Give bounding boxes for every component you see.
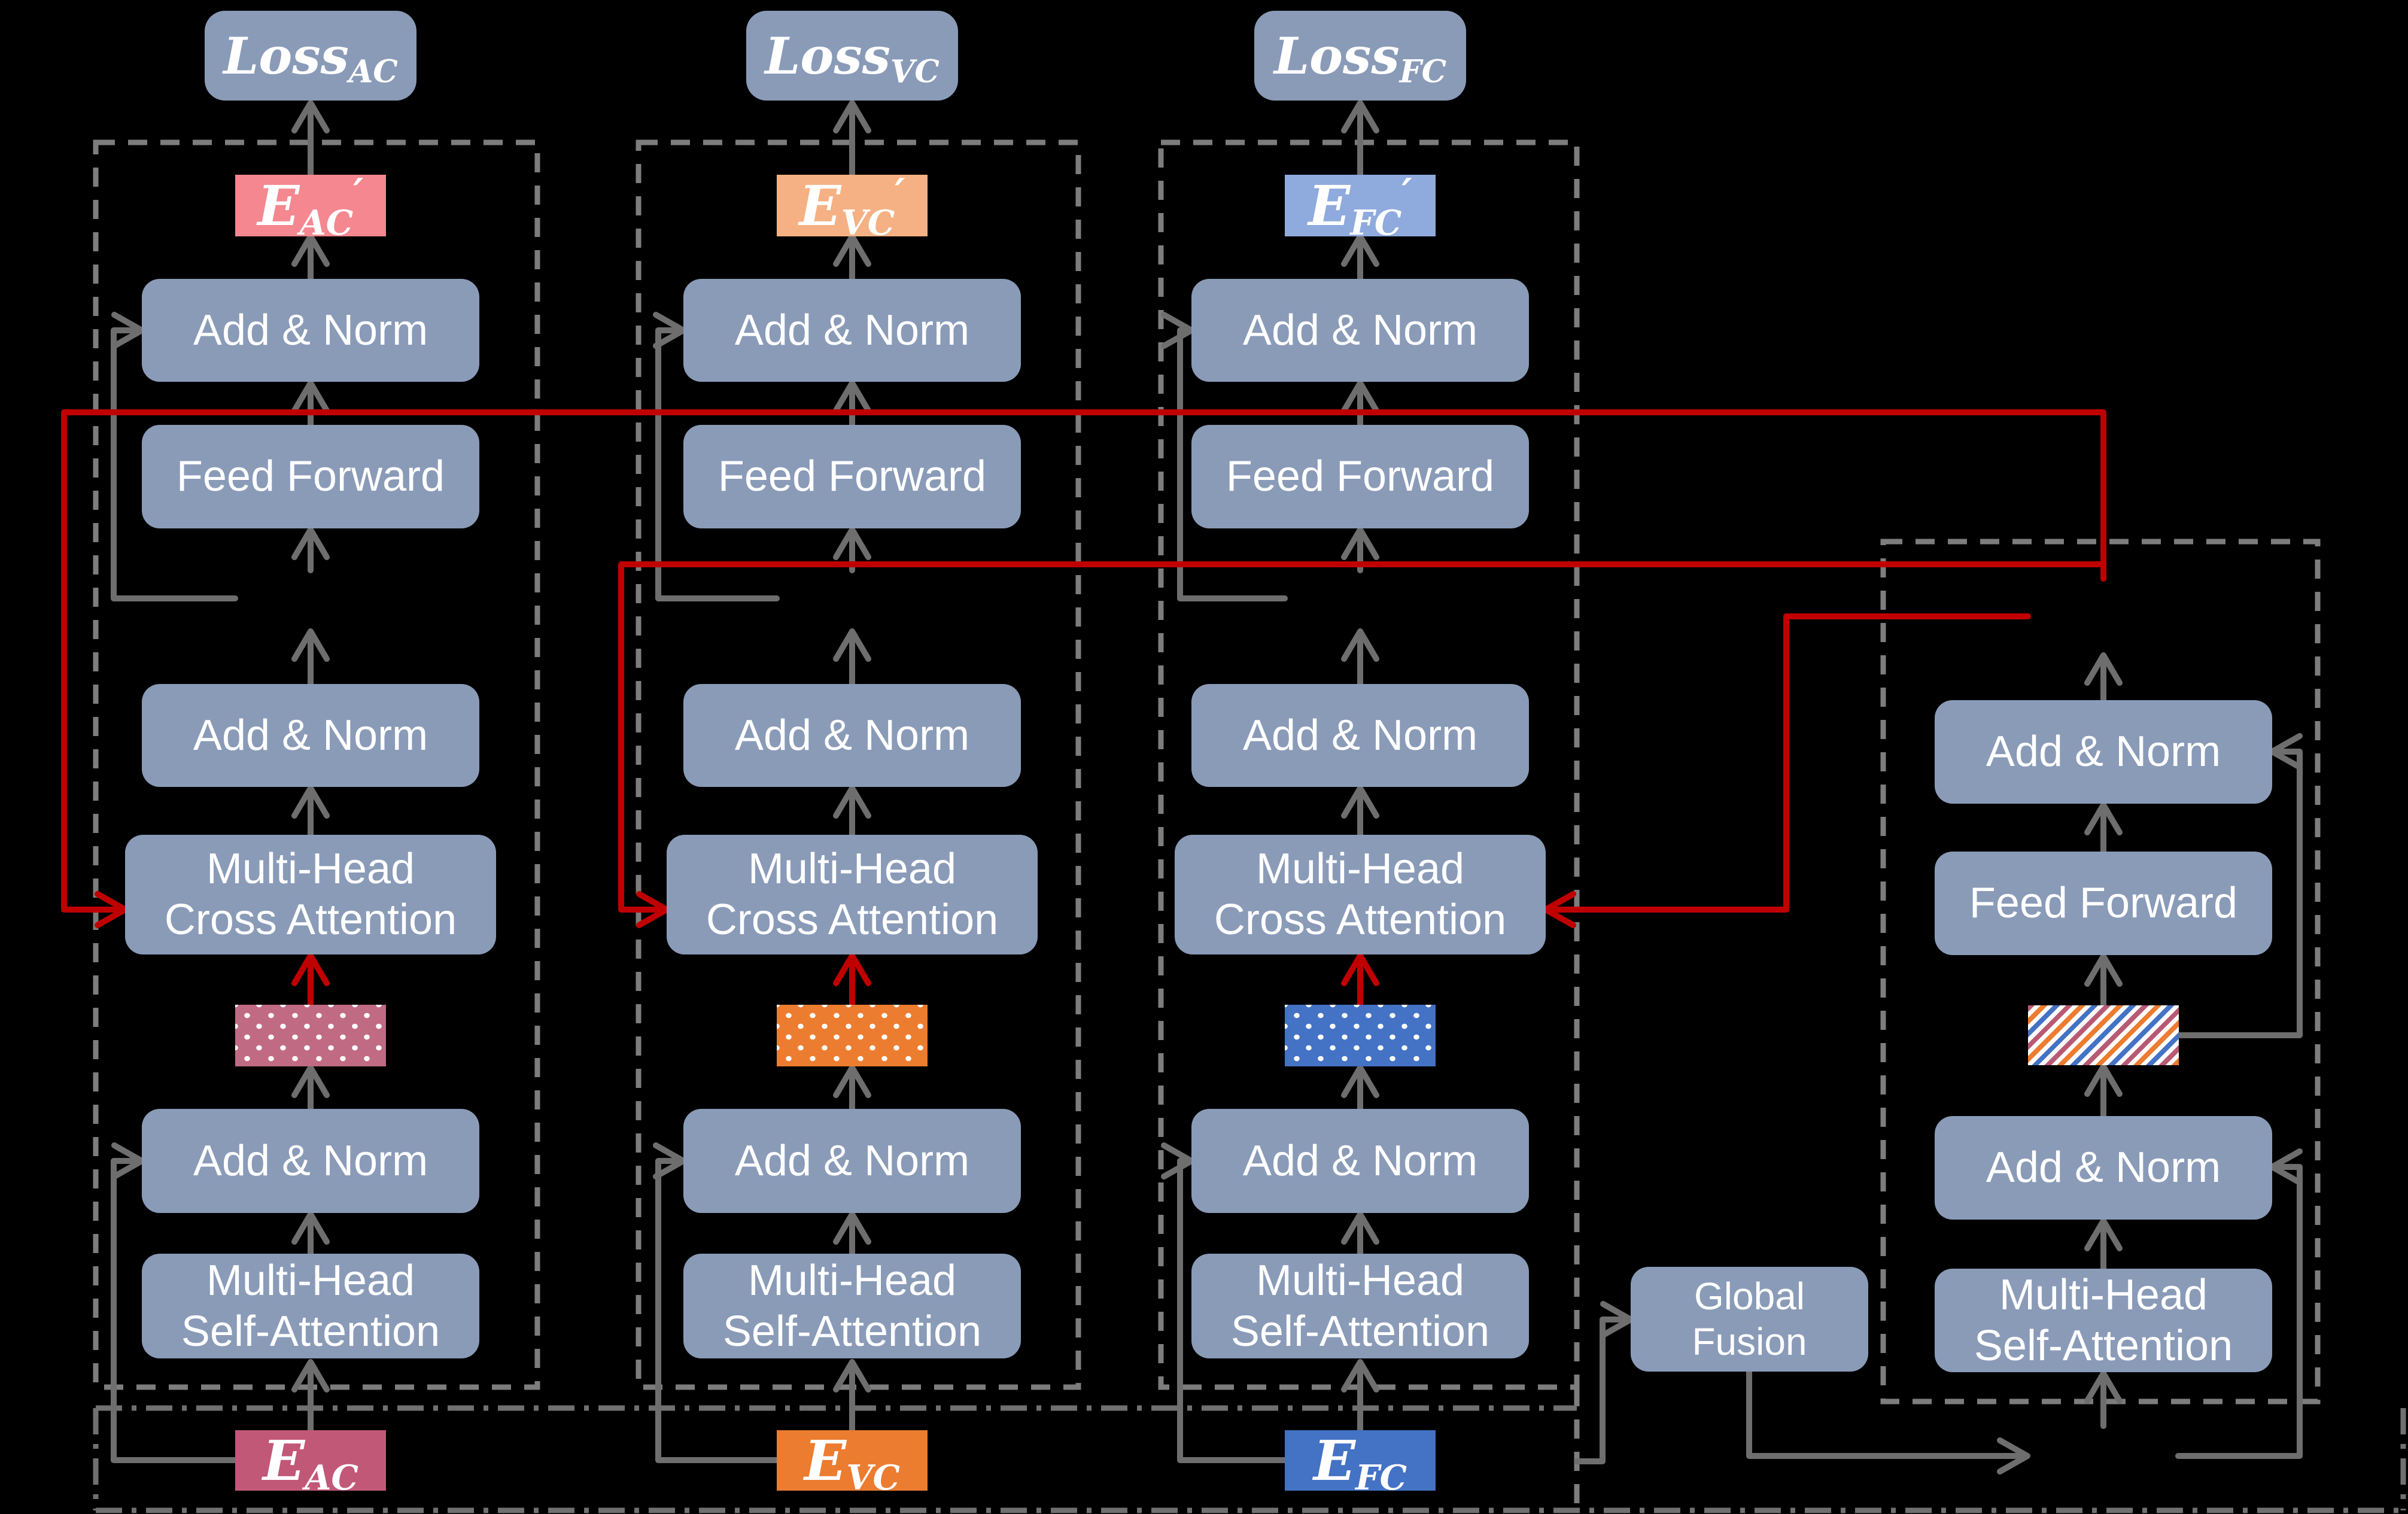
vc-add-norm-2: Add & Norm <box>683 684 1021 787</box>
gray-flow-arrows <box>111 100 2303 1475</box>
fusion-add-norm-1: Add & Norm <box>1935 1116 2272 1220</box>
ac-add-norm-3: Add & Norm <box>142 279 479 382</box>
fc-loss-label: LossFC <box>1273 26 1447 90</box>
ac-add-norm-2: Add & Norm <box>142 684 479 787</box>
ac-loss-box: LossAC <box>205 11 416 101</box>
fused-to-fc-cross-attention-line <box>1548 613 2031 913</box>
vc-add-norm-3: Add & Norm <box>683 279 1021 382</box>
ac-column-arrows <box>291 100 330 1433</box>
fused-dotted-embedding-box <box>2028 579 2179 654</box>
fused-to-ac-cross-attention-line <box>61 409 2106 913</box>
fusion-add-norm-2: Add & Norm <box>1935 700 2272 804</box>
ac-hatched-embedding-box <box>235 570 386 630</box>
vc-input-embedding-label: EVC <box>804 1428 900 1498</box>
global-fusion-links <box>1574 1301 2030 1475</box>
vc-dotted-embedding-box <box>777 1005 928 1066</box>
ac-output-embedding-box: EAC′ <box>235 169 386 243</box>
fc-dotted-embedding-box <box>1285 1005 1436 1066</box>
fc-feed-forward: Feed Forward <box>1191 425 1529 528</box>
fused-hatched-embedding-box <box>2028 1005 2179 1065</box>
vc-add-norm-1: Add & Norm <box>683 1109 1021 1213</box>
vc-encoder-border <box>636 139 1081 1390</box>
fusion-column-arrows <box>2084 652 2123 1429</box>
fc-output-embedding-label: EFC′ <box>1308 169 1412 243</box>
ac-dotted-embedding-box <box>235 1005 386 1066</box>
ac-loss-label: LossAC <box>223 26 398 90</box>
vc-loss-label: LossVC <box>765 26 940 90</box>
ac-encoder-border <box>93 139 540 1390</box>
ac-input-embedding-box: EAC <box>235 1428 386 1498</box>
fc-encoder-border <box>1158 139 1580 1390</box>
dashed-borders <box>93 139 2321 1514</box>
fc-output-embedding-box: EFC′ <box>1285 169 1436 243</box>
vc-column-arrows <box>833 100 871 1433</box>
fusion-feed-forward: Feed Forward <box>1935 852 2272 955</box>
vc-feed-forward: Feed Forward <box>683 425 1021 528</box>
residual-connections <box>111 312 2303 1463</box>
fused-to-vc-cross-attention-line <box>618 561 2106 913</box>
fc-add-norm-2: Add & Norm <box>1191 684 1529 787</box>
vc-hatched-embedding-box <box>777 570 928 630</box>
vc-output-embedding-box: EVC′ <box>777 169 928 243</box>
fc-loss-box: LossFC <box>1254 11 1466 101</box>
ac-add-norm-1: Add & Norm <box>142 1109 479 1213</box>
fc-add-norm-3: Add & Norm <box>1191 279 1529 382</box>
ac-input-embedding-label: EAC <box>263 1428 358 1498</box>
fc-add-norm-1: Add & Norm <box>1191 1109 1529 1213</box>
vc-output-embedding-label: EVC′ <box>799 169 905 243</box>
fc-input-embedding-label: EFC <box>1313 1428 1407 1498</box>
embedding-region-border <box>93 1405 2407 1513</box>
ac-output-embedding-label: EAC′ <box>257 169 364 243</box>
vc-input-embedding-box: EVC <box>777 1428 928 1498</box>
fc-hatched-embedding-box <box>1285 570 1436 630</box>
concatenated-embedding-box <box>2027 1426 2178 1488</box>
vc-loss-box: LossVC <box>746 11 958 101</box>
ac-feed-forward: Feed Forward <box>142 425 479 528</box>
fc-input-embedding-box: EFC <box>1285 1428 1436 1498</box>
